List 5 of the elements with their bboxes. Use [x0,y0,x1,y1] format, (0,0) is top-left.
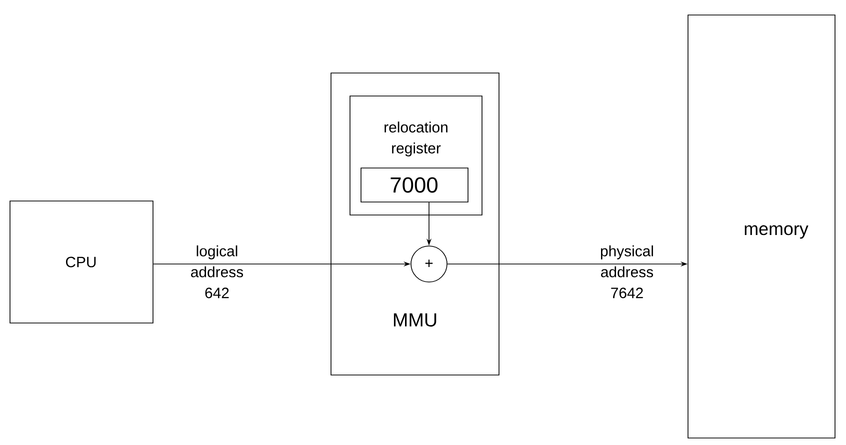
memory-box: memory [688,14,836,438]
edge-label: physical address 7642 [600,245,654,298]
value-box: 7000 [360,168,468,202]
edge-label: logical address 642 [191,245,244,298]
process-box: CPU [10,200,154,324]
